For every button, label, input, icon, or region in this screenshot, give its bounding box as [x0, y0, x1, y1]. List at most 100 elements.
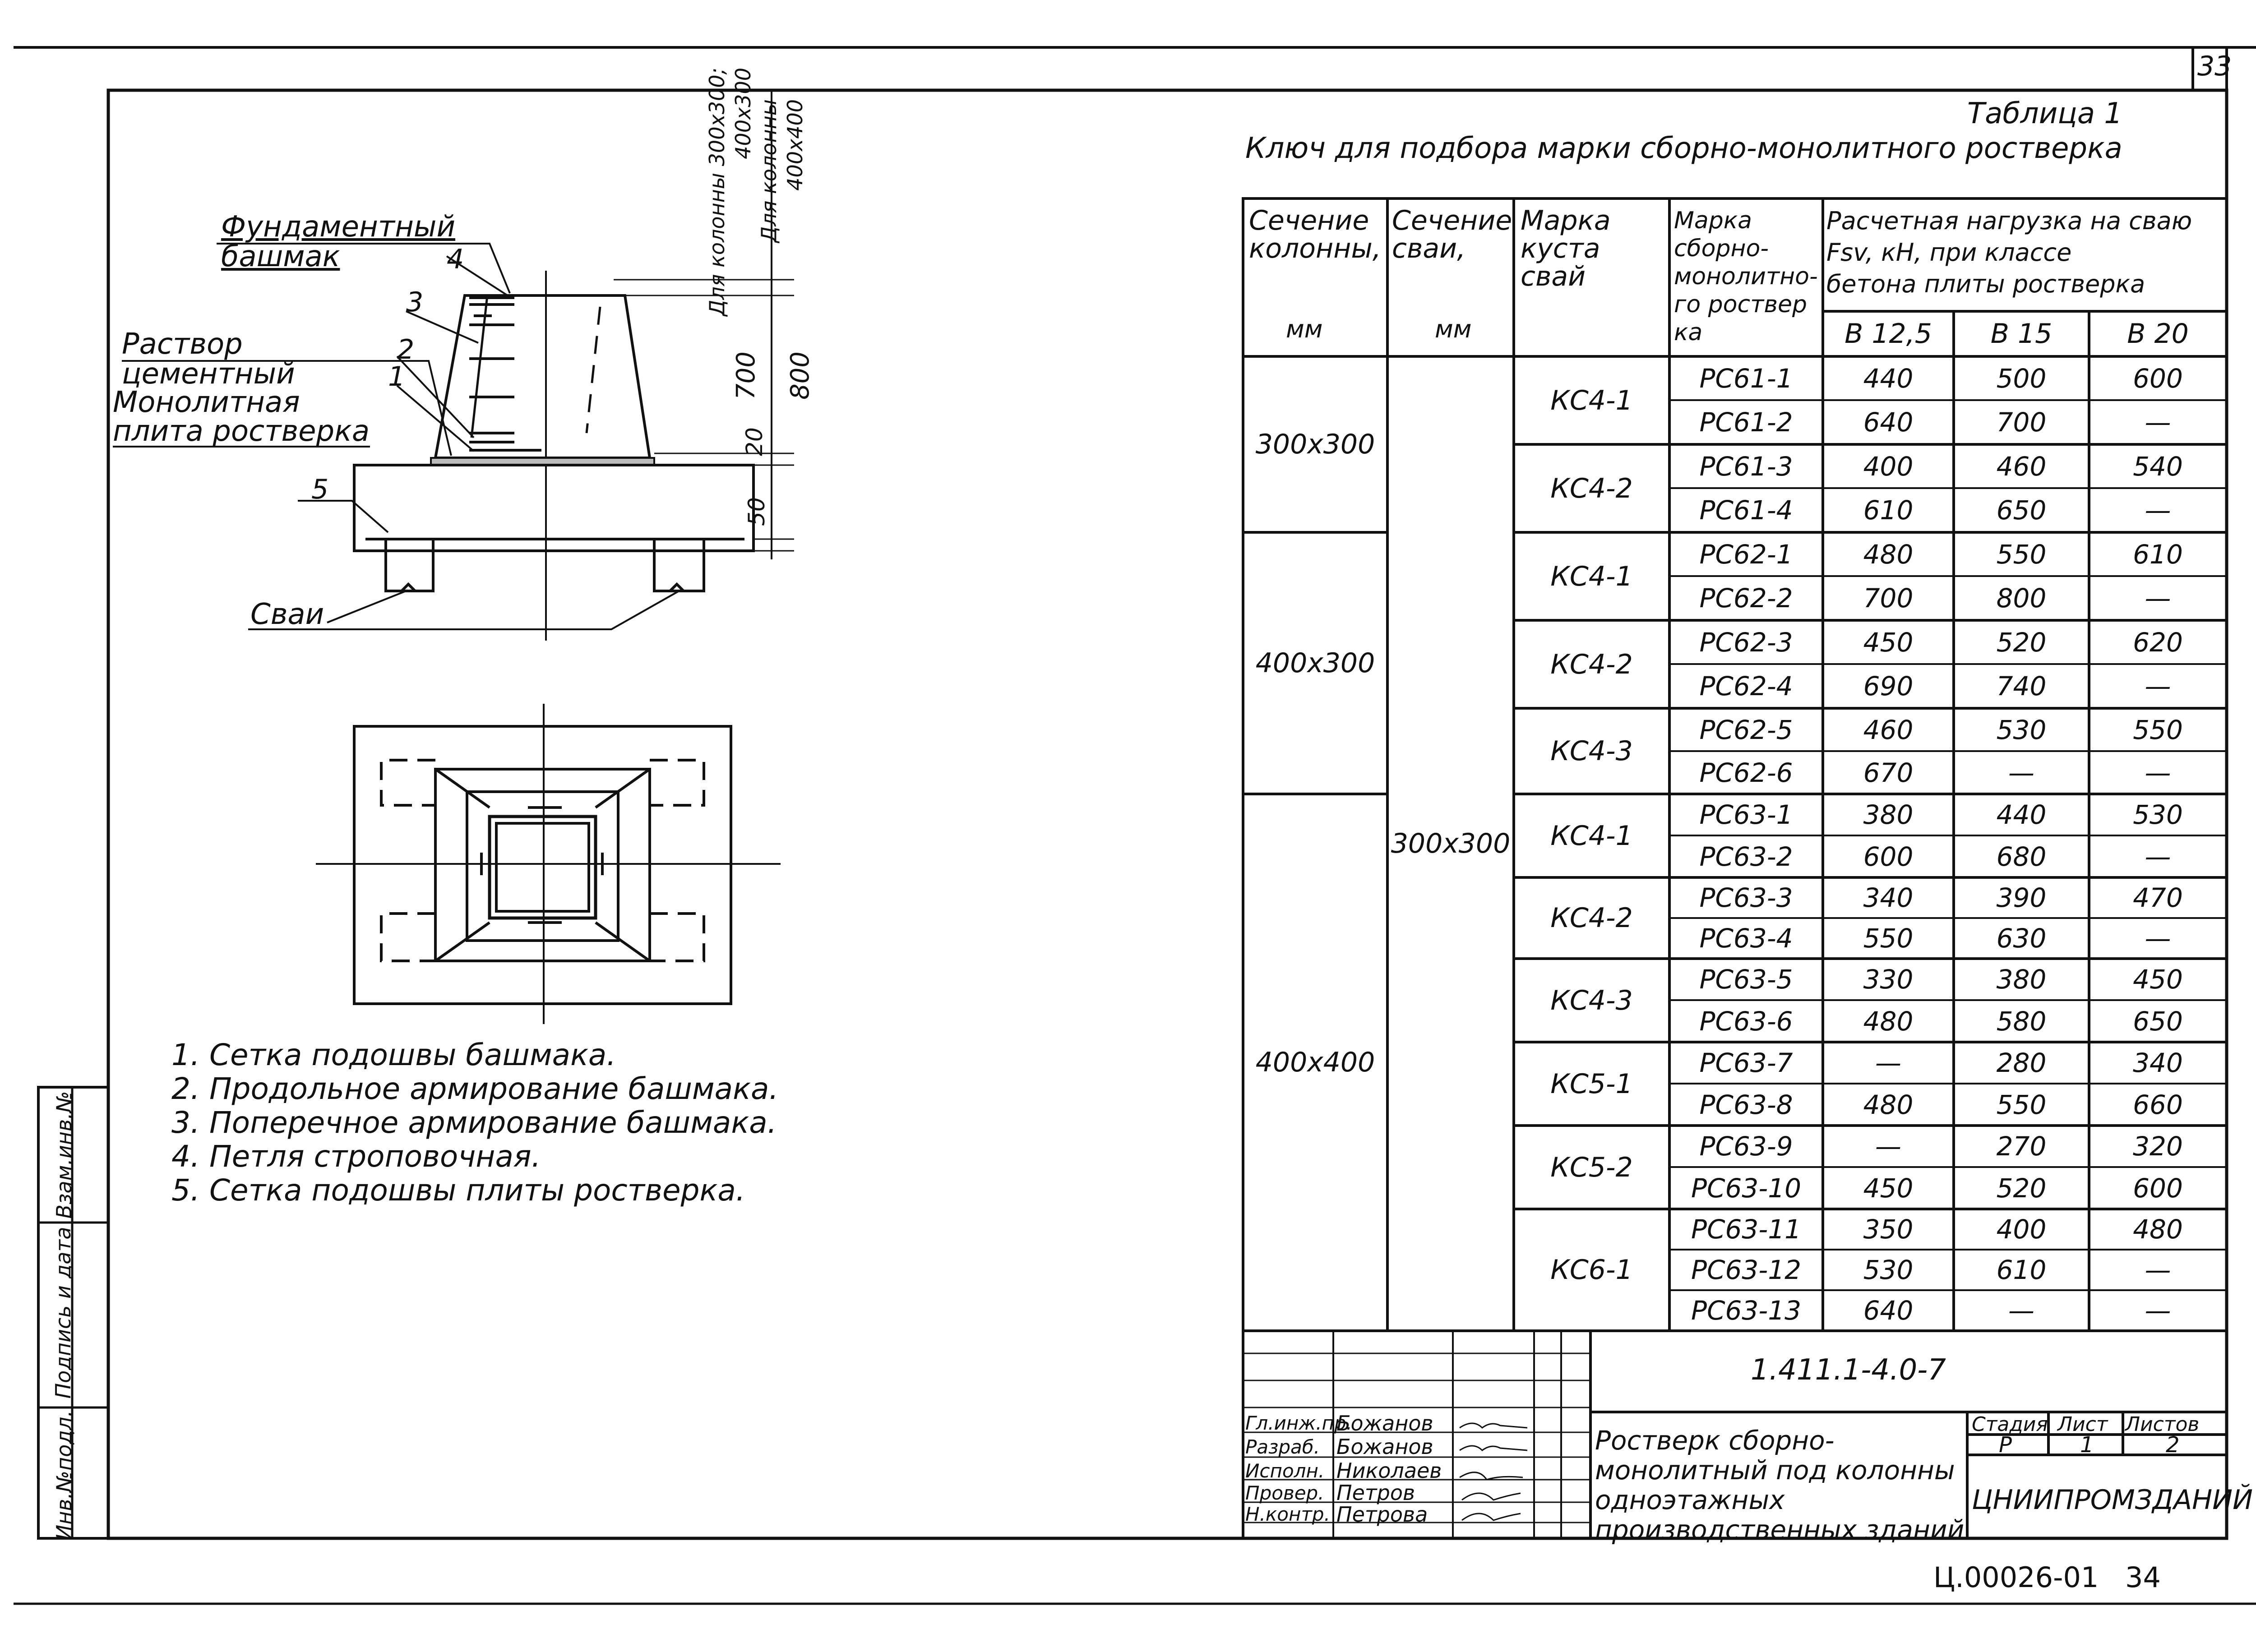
- load-cell: 550: [1863, 923, 1914, 954]
- load-cell: 480: [1863, 1006, 1914, 1037]
- note-5: 5. Сетка подошвы плиты ростверка.: [171, 1173, 745, 1208]
- load-cell: 330: [1863, 964, 1914, 995]
- load-cell: —: [2145, 407, 2171, 438]
- hdr-load: Расчетная нагрузка на сваю Fsv, кН, при …: [1826, 207, 2192, 298]
- hdr-mark: Марка сборно- монолитно- го роствер ка: [1674, 207, 1818, 346]
- cluster-cell: КС4-3: [1550, 984, 1633, 1016]
- load-cell: —: [2145, 583, 2171, 614]
- mark-cell: РС61-3: [1699, 451, 1793, 482]
- note-1: 1. Сетка подошвы башмака.: [171, 1038, 616, 1072]
- load-cell: 700: [1863, 583, 1914, 614]
- mark-cell: РС63-6: [1699, 1006, 1793, 1037]
- cluster-cell: КС4-1: [1550, 384, 1633, 416]
- pile-section-value: 300х300: [1391, 828, 1511, 859]
- sheet-label: Лист: [2057, 1413, 2108, 1436]
- col-group: 400х400: [1255, 1047, 1375, 1078]
- mark-cell: РС63-3: [1699, 882, 1793, 913]
- hdr-b125: В 12,5: [1845, 318, 1932, 350]
- load-cell: 460: [1996, 451, 2047, 482]
- load-cell: 320: [2133, 1131, 2183, 1162]
- sheet-number: 33: [2197, 51, 2232, 82]
- mark-cell: РС63-5: [1699, 964, 1793, 995]
- label-rastvor: Раствор цементный: [122, 328, 295, 391]
- cluster-cell: КС6-1: [1550, 1254, 1633, 1286]
- table-label: Таблица 1: [1967, 97, 2123, 130]
- col-group: 400х300: [1255, 647, 1375, 679]
- load-cell: 280: [1996, 1047, 2047, 1078]
- load-cell: —: [2145, 671, 2171, 701]
- load-cell: 460: [1863, 714, 1914, 745]
- label-svai: Сваи: [250, 598, 324, 631]
- load-cell: 340: [2133, 1047, 2183, 1078]
- load-cell: 350: [1863, 1214, 1914, 1245]
- role-cell: Исполн.: [1245, 1460, 1325, 1482]
- load-cell: —: [2145, 1295, 2171, 1326]
- load-cell: 480: [2133, 1214, 2183, 1245]
- note-2: 2. Продольное армирование башмака.: [171, 1071, 779, 1106]
- name-cell: Божанов: [1336, 1435, 1433, 1459]
- load-cell: 640: [1863, 407, 1914, 438]
- load-cell: 660: [2133, 1089, 2183, 1120]
- mark-cell: РС63-2: [1699, 841, 1793, 872]
- load-cell: 680: [1996, 841, 2047, 872]
- load-cell: 640: [1863, 1295, 1914, 1326]
- mark-cell: РС62-5: [1699, 714, 1793, 745]
- load-cell: 610: [1996, 1255, 2047, 1285]
- note-3: 3. Поперечное армирование башмака.: [171, 1105, 777, 1140]
- table-title: Ключ для подбора марки сборно-монолитног…: [1245, 132, 2122, 165]
- label-n2: 2: [397, 334, 415, 365]
- hdr-b15: В 15: [1990, 318, 2053, 350]
- load-cell: 550: [1996, 539, 2047, 570]
- load-cell: 480: [1863, 1089, 1914, 1120]
- load-cell: —: [2145, 495, 2171, 526]
- load-cell: 600: [1863, 841, 1914, 872]
- load-cell: 630: [1996, 923, 2047, 954]
- load-cell: 550: [2133, 714, 2183, 745]
- mark-cell: РС61-4: [1699, 495, 1793, 526]
- load-cell: 270: [1996, 1131, 2047, 1162]
- load-cell: 340: [1863, 882, 1914, 913]
- mark-cell: РС62-3: [1699, 627, 1793, 658]
- hdr-b20: В 20: [2127, 318, 2189, 350]
- name-cell: Николаев: [1336, 1458, 1442, 1483]
- note-4: 4. Петля строповочная.: [171, 1139, 541, 1174]
- load-cell: 480: [1863, 539, 1914, 570]
- load-cell: 650: [2133, 1006, 2183, 1037]
- load-cell: 670: [1863, 757, 1914, 788]
- load-cell: 800: [1996, 583, 2047, 614]
- load-cell: 520: [1996, 627, 2047, 658]
- role-cell: Разраб.: [1245, 1436, 1320, 1458]
- load-cell: —: [2008, 1295, 2034, 1326]
- drawing-title: Ростверк сборно-монолитный под колонны о…: [1595, 1425, 1965, 1545]
- load-cell: 400: [1996, 1214, 2047, 1245]
- role-cell: Гл.инж.пр.: [1245, 1412, 1353, 1434]
- load-cell: 390: [1996, 882, 2047, 913]
- load-cell: 690: [1863, 671, 1914, 701]
- load-cell: 380: [1996, 964, 2047, 995]
- load-cell: 440: [1863, 363, 1914, 394]
- load-cell: 450: [1863, 627, 1914, 658]
- hdr-pile-section: Сечение сваи,: [1392, 205, 1512, 264]
- hdr-cluster: Марка куста свай: [1521, 205, 1611, 292]
- mark-cell: РС63-4: [1699, 923, 1793, 954]
- load-cell: 650: [1996, 495, 2047, 526]
- mark-cell: РС63-1: [1699, 799, 1793, 830]
- load-cell: 700: [1996, 407, 2047, 438]
- hdr-col-unit: мм: [1286, 315, 1323, 343]
- load-cell: —: [1875, 1131, 1901, 1162]
- hdr-col-section: Сечение колонны,: [1249, 205, 1381, 264]
- stage-value: Р: [1999, 1432, 2012, 1458]
- load-cell: 620: [2133, 627, 2183, 658]
- load-cell: —: [2145, 923, 2171, 954]
- load-cell: 500: [1996, 363, 2047, 394]
- load-cell: —: [1875, 1047, 1901, 1078]
- load-cell: 530: [2133, 799, 2183, 830]
- load-cell: 600: [2133, 1172, 2183, 1204]
- load-cell: 540: [2133, 451, 2183, 482]
- load-cell: 380: [1863, 799, 1914, 830]
- mark-cell: РС63-7: [1699, 1047, 1793, 1078]
- role-cell: Провер.: [1245, 1482, 1324, 1504]
- organization: ЦНИИПРОМЗДАНИЙ: [1972, 1484, 2253, 1516]
- bottom-code: Ц.00026-01: [1933, 1561, 2099, 1594]
